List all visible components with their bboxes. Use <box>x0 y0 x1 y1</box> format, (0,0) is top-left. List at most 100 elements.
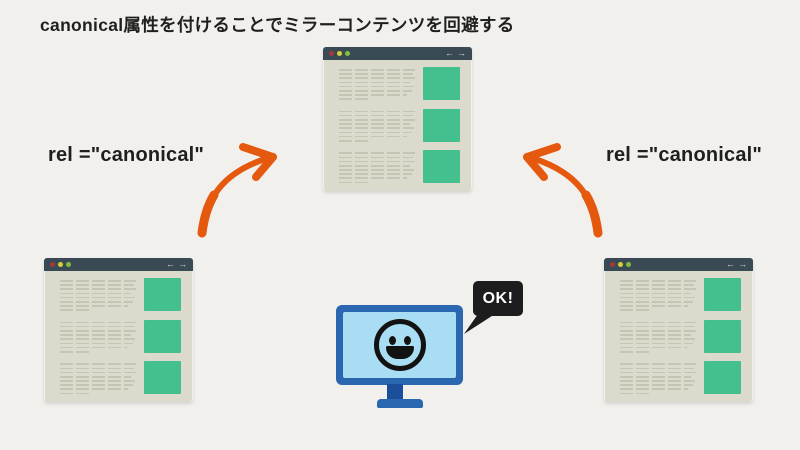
placeholder-text-line <box>339 181 371 184</box>
monitor-screen <box>343 312 456 378</box>
placeholder-text-lines <box>60 320 136 353</box>
image-placeholder <box>704 361 741 395</box>
placeholder-text-line <box>339 89 412 92</box>
placeholder-text-lines <box>620 361 696 395</box>
placeholder-text-line <box>620 321 696 324</box>
placeholder-text-line <box>339 110 415 113</box>
window-dot-red-icon <box>610 262 615 267</box>
placeholder-text-line <box>620 300 693 303</box>
placeholder-text-line <box>620 367 694 370</box>
forward-icon: → <box>457 48 466 58</box>
placeholder-text-line <box>60 388 129 391</box>
placeholder-text-line <box>620 388 689 391</box>
image-placeholder <box>423 67 460 100</box>
placeholder-text-line <box>620 375 691 378</box>
article-row <box>620 278 741 313</box>
window-dot-red-icon <box>329 51 334 56</box>
placeholder-text-line <box>339 160 415 163</box>
placeholder-text-line <box>339 127 415 130</box>
placeholder-text-line <box>620 392 652 395</box>
placeholder-text-line <box>620 292 691 295</box>
back-icon: ← <box>166 259 175 269</box>
placeholder-text-line <box>620 330 696 332</box>
placeholder-text-line <box>620 350 652 353</box>
browser-titlebar: ← → <box>323 47 472 60</box>
image-placeholder <box>423 150 460 184</box>
placeholder-text-line <box>60 288 136 290</box>
placeholder-text-line <box>60 338 136 341</box>
placeholder-text-line <box>339 69 415 71</box>
placeholder-text-line <box>60 363 136 365</box>
placeholder-text-line <box>60 309 92 311</box>
placeholder-text-line <box>60 342 133 345</box>
canonical-arrow-left-icon <box>197 143 277 238</box>
smiley-face-icon <box>373 319 426 371</box>
browser-window-canonical: ← → <box>323 47 472 191</box>
image-placeholder <box>704 319 741 353</box>
image-placeholder <box>423 108 460 142</box>
placeholder-text-lines <box>620 278 696 311</box>
placeholder-text-line <box>339 131 412 134</box>
browser-titlebar: ← → <box>604 258 753 271</box>
placeholder-text-line <box>620 384 693 386</box>
article-row <box>339 150 460 185</box>
placeholder-text-line <box>620 296 696 299</box>
window-dot-yellow-icon <box>337 51 342 56</box>
window-dot-red-icon <box>50 262 55 267</box>
forward-icon: → <box>738 259 747 269</box>
placeholder-text-line <box>60 367 134 370</box>
placeholder-text-line <box>60 384 133 386</box>
placeholder-text-line <box>339 152 415 154</box>
placeholder-text-line <box>620 284 694 286</box>
browser-nav: ← → <box>445 47 466 60</box>
browser-window-mirror-right: ← → <box>604 258 753 402</box>
placeholder-text-line <box>339 114 413 117</box>
browser-nav: ← → <box>166 258 187 271</box>
placeholder-text-line <box>339 164 410 167</box>
placeholder-text-line <box>620 342 693 345</box>
placeholder-text-line <box>620 371 696 374</box>
placeholder-text-line <box>60 321 136 324</box>
image-placeholder <box>144 278 181 311</box>
monitor-stand-base <box>377 399 423 408</box>
smiley-mouth <box>385 346 414 359</box>
canonical-arrow-right-icon <box>523 143 603 238</box>
placeholder-text-lines <box>339 150 415 184</box>
placeholder-text-line <box>620 305 689 307</box>
rel-canonical-label-left: rel ="canonical" <box>48 144 205 166</box>
image-placeholder <box>144 319 181 353</box>
placeholder-text-line <box>60 305 129 307</box>
placeholder-text-line <box>339 173 412 175</box>
placeholder-text-lines <box>620 320 696 353</box>
placeholder-text-line <box>339 169 415 171</box>
article-row <box>339 67 460 102</box>
placeholder-text-line <box>60 371 136 374</box>
placeholder-text-line <box>339 123 410 125</box>
placeholder-text-line <box>60 334 131 336</box>
placeholder-text-line <box>60 380 136 382</box>
placeholder-text-line <box>620 380 696 382</box>
webpage-content <box>45 271 192 402</box>
placeholder-text-line <box>620 363 696 365</box>
browser-window-mirror-left: ← → <box>44 258 193 402</box>
placeholder-text-line <box>339 85 415 88</box>
placeholder-text-line <box>339 81 410 84</box>
placeholder-text-line <box>60 292 131 295</box>
placeholder-text-line <box>60 330 136 332</box>
placeholder-text-line <box>339 177 408 180</box>
article-row <box>60 361 181 396</box>
placeholder-text-line <box>620 346 689 349</box>
placeholder-text-lines <box>60 278 136 311</box>
webpage-content <box>605 271 752 402</box>
smiley-eye-left <box>388 336 396 345</box>
window-dot-yellow-icon <box>58 262 63 267</box>
placeholder-text-line <box>620 325 694 328</box>
placeholder-text-line <box>339 94 408 96</box>
monitor-stand-neck <box>387 384 403 400</box>
placeholder-text-lines <box>339 67 415 100</box>
window-dot-yellow-icon <box>618 262 623 267</box>
diagram-title: canonical属性を付けることでミラーコンテンツを回避する <box>40 15 515 35</box>
window-dot-green-icon <box>345 51 350 56</box>
rel-canonical-label-right: rel ="canonical" <box>606 144 763 166</box>
